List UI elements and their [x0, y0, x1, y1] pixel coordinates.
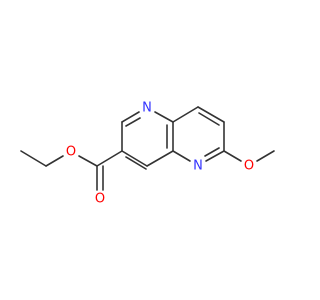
- bond-c4-n1: [154, 111, 174, 123]
- bond-c8-n2: [205, 150, 225, 162]
- bond-c8-o-methoxy: [223, 150, 242, 162]
- atom-nitrogen-top: N: [142, 101, 152, 116]
- bond-c6-c7-inner: [198, 112, 220, 126]
- bond-o-methoxy-ch3: [256, 150, 275, 162]
- atom-oxygen-ester: O: [66, 145, 76, 160]
- atom-nitrogen-bottom: N: [193, 159, 203, 174]
- bond-c1-carbonyl-c: [96, 150, 123, 167]
- bond-o-ether-ch2: [45, 155, 64, 167]
- atom-oxygen-carbonyl: O: [95, 192, 105, 207]
- canvas-background: [0, 0, 300, 300]
- bond-ch2-ch3: [20, 150, 47, 167]
- bond-n1-c5: [121, 111, 140, 123]
- bond-c6-c7: [197, 106, 225, 123]
- bond-n1-c5-inner: [125, 117, 141, 127]
- bond-c1-c2: [121, 150, 148, 167]
- bond-c2-c3: [146, 150, 174, 167]
- bond-carbonyl-c-o-ether: [78, 155, 98, 167]
- atom-oxygen-methoxy: O: [244, 159, 254, 174]
- bond-c1-c2-inner: [125, 156, 147, 170]
- bond-c8-n2-inner: [204, 147, 220, 157]
- bond-c4-c6: [172, 106, 199, 123]
- bond-n2-c3: [172, 150, 191, 162]
- molecule-structure: N N O O O: [0, 0, 300, 300]
